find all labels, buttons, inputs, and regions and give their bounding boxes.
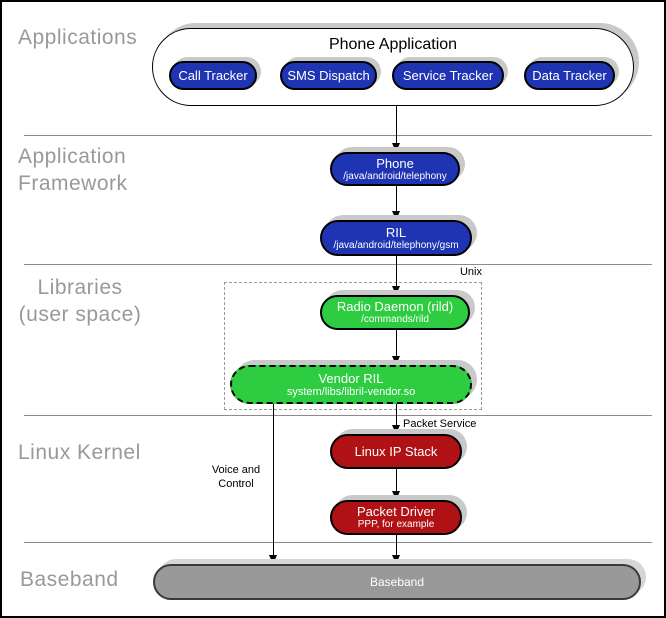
app-pill-call-tracker-label: Call Tracker: [178, 68, 248, 83]
connector-radio-daemon-to-vendor-ril: [396, 330, 397, 356]
section-label-libraries: Libraries (user space): [4, 274, 156, 328]
node-packet-driver-title: Packet Driver: [356, 504, 436, 519]
node-phone-subtitle: /java/android/telephony: [343, 170, 447, 182]
connector-container-to-phone: [396, 106, 397, 143]
divider-kernel-baseband: [24, 542, 652, 543]
voice-and-control-line2: Control: [218, 478, 254, 490]
node-vendor-ril-title: Vendor RIL: [318, 370, 384, 386]
node-linux-ip-stack: Linux IP Stack: [330, 434, 462, 469]
arrowhead-into-packet-driver: [392, 491, 400, 500]
arrowhead-into-phone: [392, 143, 400, 152]
app-pill-data-tracker-label: Data Tracker: [532, 68, 607, 83]
section-label-linux-kernel: Linux Kernel: [18, 439, 141, 466]
section-label-applications-text: Applications: [18, 26, 138, 49]
section-label-application-framework: Application Framework: [18, 143, 128, 197]
app-pill-data-tracker: Data Tracker: [524, 61, 615, 90]
node-radio-daemon-subtitle: /commands/rild: [361, 314, 429, 325]
section-label-baseband-text: Baseband: [20, 568, 119, 591]
arrowhead-into-ip-stack: [392, 425, 400, 434]
node-packet-driver: Packet Driver PPP, for example: [330, 500, 462, 535]
phone-application-title: Phone Application: [328, 36, 458, 53]
connector-phone-to-ril: [396, 186, 397, 211]
node-vendor-ril: Vendor RIL system/libs/libril-vendor.so: [230, 365, 472, 404]
section-label-framework-line1: Application: [18, 145, 127, 168]
node-ril-subtitle: /java/android/telephony/gsm: [333, 239, 459, 251]
node-baseband-label: Baseband: [369, 575, 425, 589]
section-label-framework-line2: Framework: [18, 172, 128, 195]
node-ril: RIL /java/android/telephony/gsm: [320, 220, 472, 256]
section-label-baseband: Baseband: [20, 566, 119, 593]
arrowhead-into-baseband-center: [392, 555, 400, 564]
app-pill-service-tracker: Service Tracker: [392, 61, 504, 90]
section-label-libraries-line2: (user space): [18, 303, 142, 326]
connector-packet-driver-to-baseband: [396, 535, 397, 555]
divider-framework-libraries: [24, 264, 652, 265]
voice-and-control-label: Voice and Control: [205, 463, 267, 491]
node-ril-title: RIL: [385, 224, 407, 240]
connector-vendor-ril-to-baseband-voice: [273, 404, 274, 555]
section-label-libraries-line1: Libraries: [37, 276, 123, 299]
arrowhead-into-vendor-ril: [392, 356, 400, 365]
node-phone: Phone /java/android/telephony: [330, 152, 460, 186]
node-vendor-ril-subtitle: system/libs/libril-vendor.so: [286, 385, 416, 398]
arrowhead-into-ril: [392, 211, 400, 220]
app-pill-sms-dispatch-label: SMS Dispatch: [287, 68, 370, 83]
node-radio-daemon-title: Radio Daemon (rild): [336, 299, 454, 314]
divider-libraries-kernel: [24, 415, 652, 416]
unix-label: Unix: [459, 266, 482, 278]
unix-dashed-box: [224, 282, 482, 410]
node-phone-title: Phone: [376, 155, 414, 171]
section-label-kernel-text: Linux Kernel: [18, 441, 141, 464]
app-pill-service-tracker-label: Service Tracker: [402, 68, 494, 83]
node-baseband-bar: Baseband: [153, 564, 641, 600]
divider-applications-framework: [24, 135, 652, 136]
connector-ip-stack-to-packet-driver: [396, 469, 397, 491]
node-radio-daemon: Radio Daemon (rild) /commands/rild: [320, 295, 470, 330]
arrowhead-into-baseband-voice: [269, 555, 277, 564]
app-pill-sms-dispatch: SMS Dispatch: [280, 61, 377, 90]
arrowhead-into-radio-daemon: [392, 286, 400, 295]
node-linux-ip-stack-title: Linux IP Stack: [354, 444, 438, 459]
packet-service-label: Packet Service: [403, 418, 477, 430]
connector-ril-to-radio-daemon: [396, 256, 397, 286]
app-pill-call-tracker: Call Tracker: [169, 61, 257, 90]
section-label-applications: Applications: [18, 24, 137, 51]
node-packet-driver-subtitle: PPP, for example: [357, 519, 435, 530]
connector-vendor-ril-to-ip-stack: [396, 404, 397, 425]
voice-and-control-line1: Voice and: [211, 464, 261, 476]
